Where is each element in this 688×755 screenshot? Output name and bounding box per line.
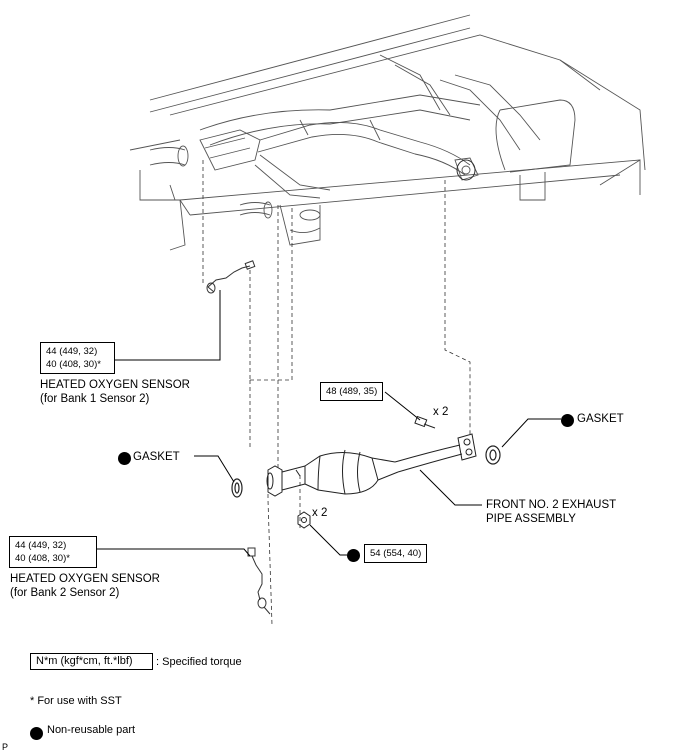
nut-torque-box: 54 (554, 40) bbox=[364, 544, 428, 563]
bolt-torque-box: 48 (489, 35) bbox=[320, 382, 384, 401]
leader-lines bbox=[96, 290, 561, 557]
gaskets-drawing bbox=[231, 445, 501, 498]
gasket-front-label: GASKET bbox=[133, 451, 180, 463]
sensor-bank1-title: HEATED OXYGEN SENSOR bbox=[40, 379, 190, 391]
gasket-rear-label: GASKET bbox=[577, 413, 624, 425]
legend-sst-note: * For use with SST bbox=[30, 695, 122, 707]
underbody-detail bbox=[456, 159, 476, 181]
sensor-bank1-label: HEATED OXYGEN SENSOR (for Bank 1 Sensor … bbox=[40, 378, 190, 406]
legend-torque-desc: : Specified torque bbox=[156, 656, 242, 668]
legend-torque-unit: N*m (kgf*cm, ft.*lbf) bbox=[36, 655, 133, 667]
nut-torque-value: 54 (554, 40) bbox=[370, 548, 422, 559]
nonreusable-nut-icon bbox=[347, 549, 360, 562]
exhaust-pipe-assembly-drawing bbox=[266, 433, 477, 497]
pipe-assembly-label: FRONT NO. 2 EXHAUST PIPE ASSEMBLY bbox=[486, 498, 616, 526]
torque-value: 44 (449, 32) bbox=[15, 540, 67, 551]
bolt-nut-drawing bbox=[297, 415, 436, 529]
oxygen-sensor-bank2-drawing bbox=[247, 547, 271, 615]
sensor-bank1-torque-box: 44 (449, 32) 40 (408, 30)* bbox=[40, 342, 115, 374]
sensor-bank1-subtitle: (for Bank 1 Sensor 2) bbox=[40, 393, 150, 405]
bolt-torque-value: 48 (489, 35) bbox=[326, 386, 378, 397]
pipe-assembly-line1: FRONT NO. 2 EXHAUST bbox=[486, 499, 617, 511]
bolt-quantity: x 2 bbox=[433, 406, 449, 418]
nonreusable-legend-icon bbox=[30, 727, 43, 740]
legend-torque-unit-box: N*m (kgf*cm, ft.*lbf) bbox=[30, 653, 153, 670]
corner-mark: P bbox=[2, 742, 9, 752]
nonreusable-gasket-front-icon bbox=[118, 452, 131, 465]
sensor-bank2-torque-box: 44 (449, 32) 40 (408, 30)* bbox=[9, 536, 97, 568]
torque-value-sst: 40 (408, 30)* bbox=[15, 553, 70, 564]
torque-value: 44 (449, 32) bbox=[46, 346, 98, 357]
sensor-bank2-label: HEATED OXYGEN SENSOR (for Bank 2 Sensor … bbox=[10, 572, 160, 600]
vehicle-underbody bbox=[129, 14, 646, 251]
sensor-bank2-title: HEATED OXYGEN SENSOR bbox=[10, 573, 160, 585]
torque-value-sst: 40 (408, 30)* bbox=[46, 359, 101, 370]
nonreusable-gasket-rear-icon bbox=[561, 414, 574, 427]
sensor-bank2-subtitle: (for Bank 2 Sensor 2) bbox=[10, 587, 120, 599]
dashed-alignment-lines bbox=[202, 160, 471, 626]
pipe-assembly-line2: PIPE ASSEMBLY bbox=[486, 513, 576, 525]
nut-quantity: x 2 bbox=[312, 507, 328, 519]
legend-nonreusable: Non-reusable part bbox=[47, 724, 136, 736]
oxygen-sensor-bank1-drawing bbox=[206, 260, 256, 294]
